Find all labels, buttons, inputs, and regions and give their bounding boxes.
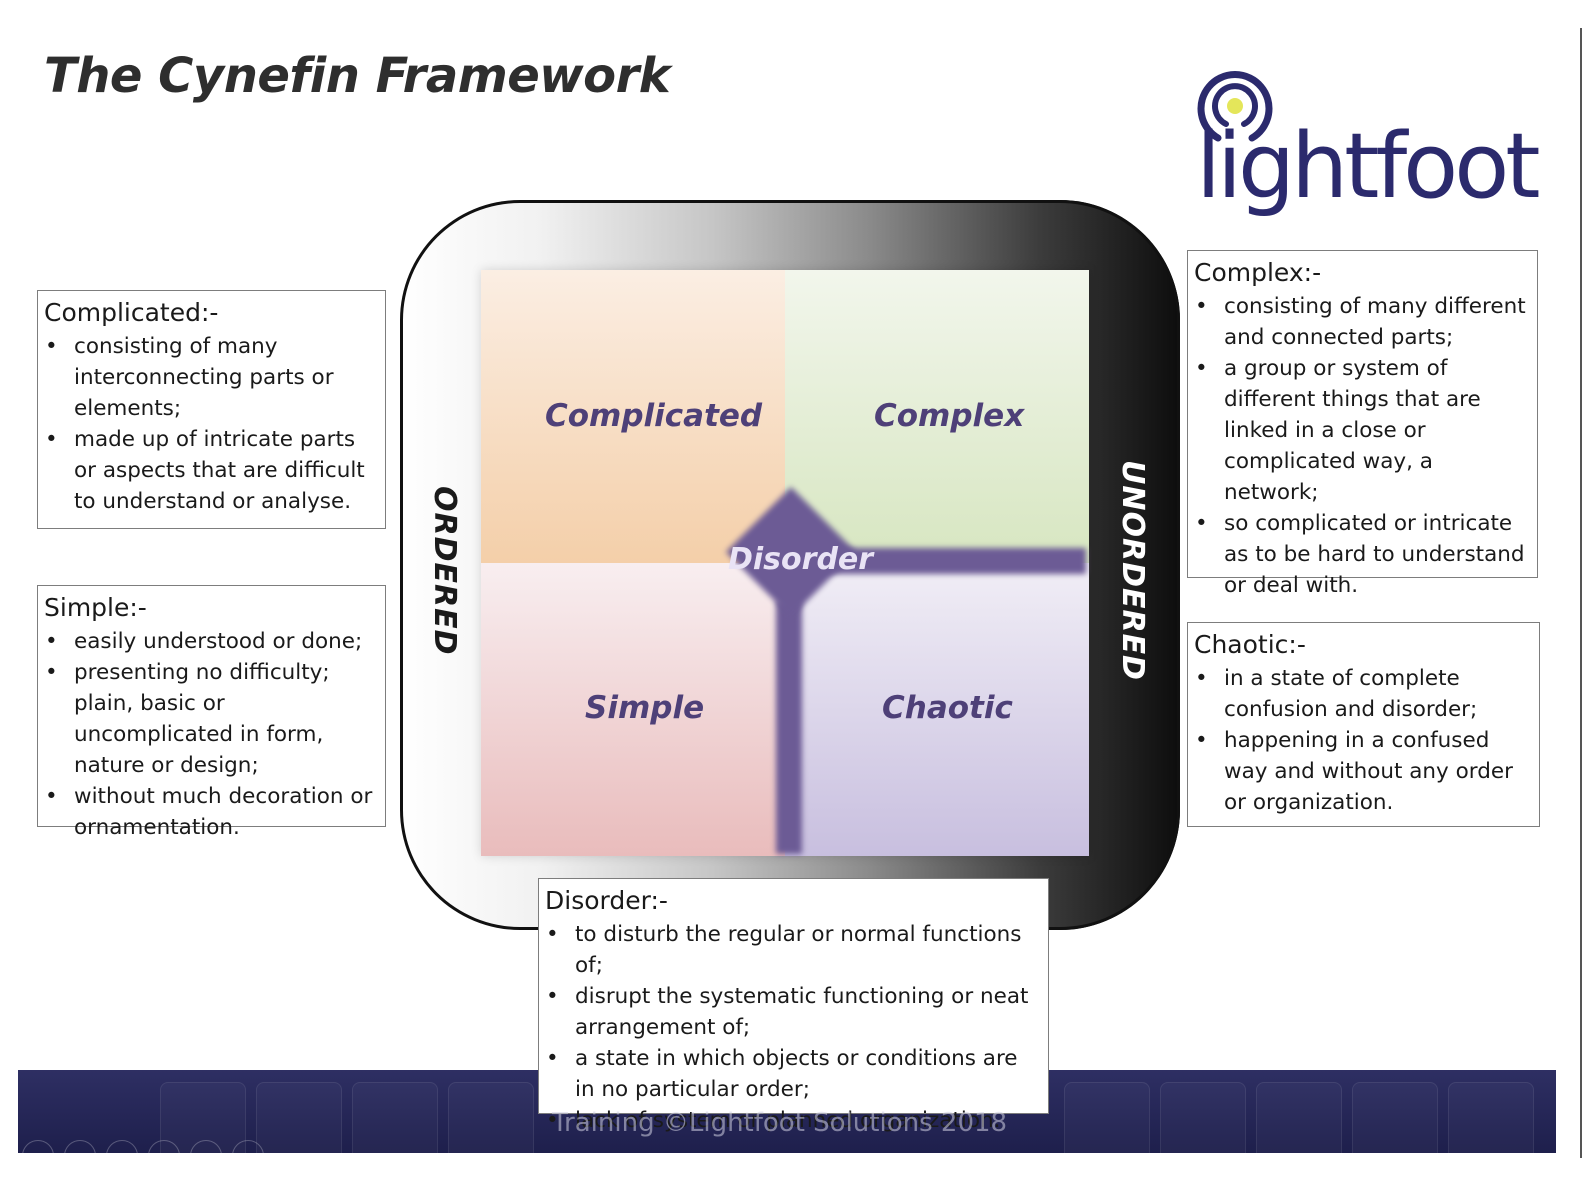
circle-icon bbox=[106, 1140, 138, 1172]
bullet-icon: • bbox=[45, 784, 58, 809]
footer-tile bbox=[352, 1082, 438, 1153]
definition-text: made up of intricate parts or aspects th… bbox=[74, 427, 365, 514]
definition-item: • in a state of complete confusion and di… bbox=[1194, 663, 1533, 725]
footer-tile bbox=[1160, 1082, 1246, 1153]
definition-text: lack of system or planned organization. bbox=[575, 1108, 1001, 1133]
definition-item: • a state in which objects or conditions … bbox=[545, 1043, 1042, 1105]
quadrant-complex bbox=[785, 270, 1089, 563]
definition-list: • to disturb the regular or normal functi… bbox=[545, 919, 1042, 1136]
definition-item: • consisting of many interconnecting part… bbox=[44, 331, 379, 424]
bullet-icon: • bbox=[1195, 356, 1208, 381]
definition-text: happening in a confused way and without … bbox=[1224, 728, 1513, 815]
quadrant-chaotic bbox=[785, 563, 1089, 856]
definition-text: disrupt the systematic functioning or ne… bbox=[575, 984, 1029, 1040]
definition-list: • consisting of many different and connec… bbox=[1194, 291, 1531, 601]
definition-text: to disturb the regular or normal functio… bbox=[575, 922, 1022, 978]
logo-wordmark: lightfoot bbox=[1196, 114, 1541, 219]
complicated-definition-box: Complicated:- • consisting of many interc… bbox=[37, 290, 386, 529]
ordered-label: ORDERED bbox=[427, 486, 462, 656]
definition-text: in a state of complete confusion and dis… bbox=[1224, 666, 1478, 722]
chaotic-definition-box: Chaotic:- • in a state of complete confus… bbox=[1187, 622, 1540, 827]
bullet-icon: • bbox=[45, 334, 58, 359]
right-edge-rule bbox=[1580, 28, 1582, 1158]
simple-definition-box: Simple:- • easily understood or done; • pr… bbox=[37, 585, 386, 840]
definition-item: • happening in a confused way and without… bbox=[1194, 725, 1533, 818]
bullet-icon: • bbox=[546, 922, 559, 947]
bullet-icon: • bbox=[1195, 728, 1208, 753]
quadrant-label-chaotic: Chaotic bbox=[882, 690, 1013, 726]
footer-copyright: Training ©Lightfoot Solutions 2018 bbox=[552, 1108, 1008, 1138]
quadrant-label-simple: Simple bbox=[585, 690, 705, 726]
definition-list: • easily understood or done; • presenting … bbox=[44, 626, 379, 843]
definition-item: • easily understood or done; bbox=[44, 626, 379, 657]
box-title: Simple:- bbox=[44, 593, 147, 622]
footer-tile bbox=[448, 1082, 534, 1153]
definition-text: consisting of many interconnecting parts… bbox=[74, 334, 334, 421]
complex-definition-box: Complex:- • consisting of many different … bbox=[1187, 250, 1538, 598]
definition-item: • presenting no difficulty; plain, basic … bbox=[44, 657, 379, 781]
unordered-label: UNORDERED bbox=[1115, 460, 1150, 681]
footer-tile bbox=[1352, 1082, 1438, 1153]
box-title: Disorder:- bbox=[545, 886, 668, 915]
bullet-icon: • bbox=[1195, 666, 1208, 691]
bullet-icon: • bbox=[45, 629, 58, 654]
box-title: Chaotic:- bbox=[1194, 630, 1306, 659]
footer-tile bbox=[160, 1082, 246, 1153]
definition-text: without much decoration or ornamentation… bbox=[74, 784, 373, 840]
quadrant-grid bbox=[481, 270, 1089, 856]
definition-text: consisting of many different and connect… bbox=[1224, 294, 1526, 350]
bullet-icon: • bbox=[546, 1108, 559, 1133]
footer-tile bbox=[256, 1082, 342, 1153]
quadrant-label-disorder: Disorder bbox=[728, 542, 874, 577]
disorder-band-vertical bbox=[776, 600, 802, 854]
bullet-icon: • bbox=[1195, 294, 1208, 319]
quadrant-label-complex: Complex bbox=[874, 398, 1025, 434]
lightfoot-logo: lightfoot bbox=[1190, 62, 1550, 242]
quadrant-complicated bbox=[481, 270, 785, 563]
footer-tile bbox=[1256, 1082, 1342, 1153]
definition-item: • made up of intricate parts or aspects t… bbox=[44, 424, 379, 517]
definition-item: • so complicated or intricate as to be ha… bbox=[1194, 508, 1531, 601]
definition-list: • in a state of complete confusion and di… bbox=[1194, 663, 1533, 818]
definition-item: • without much decoration or ornamentatio… bbox=[44, 781, 379, 843]
bullet-icon: • bbox=[546, 1046, 559, 1071]
bullet-icon: • bbox=[1195, 511, 1208, 536]
definition-item: • lack of system or planned organization. bbox=[545, 1105, 1042, 1136]
definition-item: • consisting of many different and connec… bbox=[1194, 291, 1531, 353]
definition-text: a group or system of different things th… bbox=[1224, 356, 1481, 505]
definition-text: so complicated or intricate as to be har… bbox=[1224, 511, 1525, 598]
slide-title: The Cynefin Framework bbox=[44, 48, 671, 104]
definition-item: • to disturb the regular or normal functi… bbox=[545, 919, 1042, 981]
definition-text: a state in which objects or conditions a… bbox=[575, 1046, 1018, 1102]
circle-icon bbox=[64, 1140, 96, 1172]
disorder-definition-box: Disorder:- • to disturb the regular or no… bbox=[538, 878, 1049, 1133]
box-title: Complex:- bbox=[1194, 258, 1322, 287]
quadrant-simple bbox=[481, 563, 785, 856]
definition-item: • disrupt the systematic functioning or n… bbox=[545, 981, 1042, 1043]
definition-list: • consisting of many interconnecting part… bbox=[44, 331, 379, 517]
bullet-icon: • bbox=[546, 984, 559, 1009]
definition-text: presenting no difficulty; plain, basic o… bbox=[74, 660, 330, 778]
bullet-icon: • bbox=[45, 660, 58, 685]
footer-tile bbox=[1448, 1082, 1534, 1153]
definition-text: easily understood or done; bbox=[74, 629, 363, 654]
circle-icon bbox=[232, 1140, 264, 1172]
quadrant-label-complicated: Complicated bbox=[545, 398, 763, 434]
footer-tile bbox=[1064, 1082, 1150, 1153]
circle-icon bbox=[22, 1140, 54, 1172]
circle-icon bbox=[148, 1140, 180, 1172]
circle-icon bbox=[190, 1140, 222, 1172]
box-title: Complicated:- bbox=[44, 298, 219, 327]
definition-item: • a group or system of different things t… bbox=[1194, 353, 1531, 508]
bullet-icon: • bbox=[45, 427, 58, 452]
signal-target-icon bbox=[1197, 71, 1273, 142]
